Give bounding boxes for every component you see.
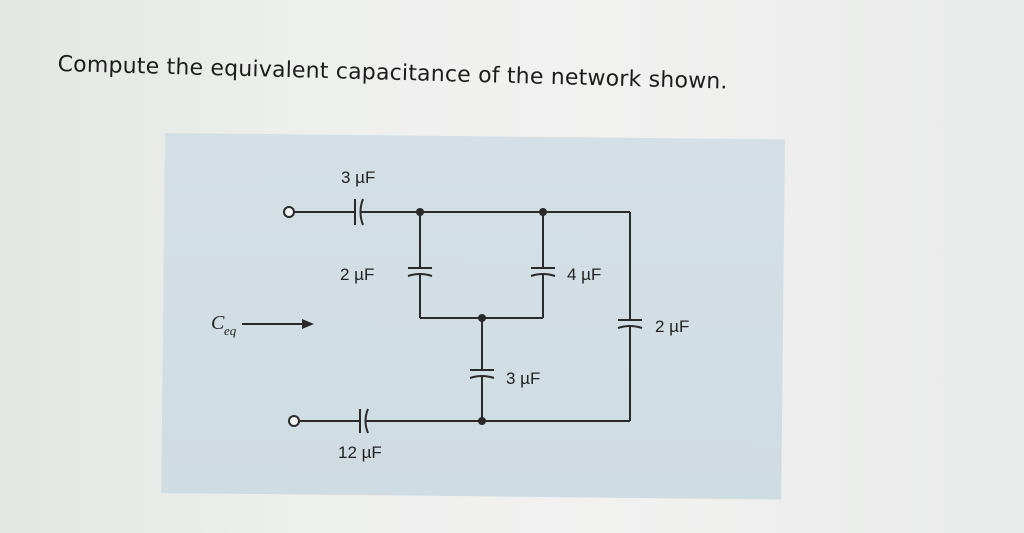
label-2uf-right: 2 µF bbox=[655, 317, 689, 336]
label-2uf-left: 2 µF bbox=[340, 265, 374, 284]
label-3uf-center: 3 µF bbox=[506, 369, 540, 388]
arrow-right-icon bbox=[302, 319, 314, 329]
svg-text:eq: eq bbox=[224, 323, 237, 338]
bottom-series-capacitor bbox=[299, 408, 630, 434]
label-3uf-top: 3 µF bbox=[341, 168, 375, 187]
ceq-label: C eq bbox=[211, 312, 314, 338]
left-vertical-capacitor bbox=[407, 212, 433, 318]
label-4uf: 4 µF bbox=[567, 265, 601, 284]
middle-vertical-capacitor bbox=[530, 212, 556, 318]
svg-text:C: C bbox=[211, 312, 225, 334]
bottom-terminal bbox=[288, 415, 300, 427]
right-vertical-capacitor bbox=[617, 212, 643, 421]
label-12uf: 12 µF bbox=[338, 443, 382, 462]
top-series-capacitor bbox=[294, 198, 630, 226]
junction-dot bbox=[478, 417, 486, 425]
center-bottom-capacitor bbox=[469, 318, 495, 421]
top-terminal bbox=[283, 206, 295, 218]
